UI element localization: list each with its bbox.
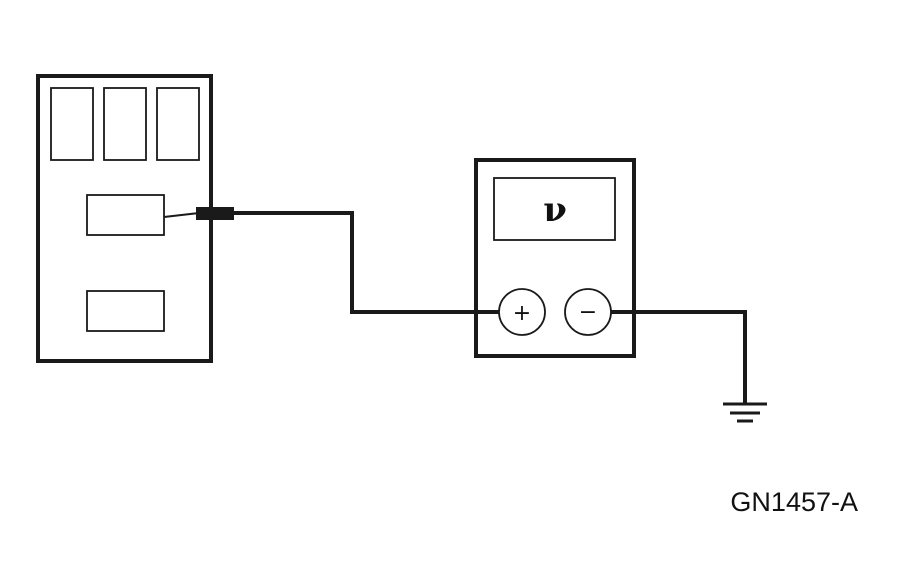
module-slot-2 xyxy=(103,87,147,161)
voltmeter-display xyxy=(493,177,616,241)
negative-lead-wire xyxy=(611,310,747,403)
voltmeter: ν + − xyxy=(474,158,636,358)
back-probe-connector xyxy=(163,207,234,220)
ground-icon xyxy=(723,402,767,423)
module-connector-upper xyxy=(86,194,165,236)
module-connector-lower xyxy=(86,290,165,332)
positive-lead-wire xyxy=(234,211,499,314)
voltmeter-display-symbol: ν xyxy=(543,190,567,230)
positive-terminal xyxy=(498,288,546,336)
voltmeter-body xyxy=(474,158,636,358)
module-slot-1 xyxy=(50,87,94,161)
control-module xyxy=(36,74,213,363)
module-slot-3 xyxy=(156,87,200,161)
probe-body xyxy=(196,207,234,220)
module-outline xyxy=(36,74,213,363)
positive-terminal-symbol: + xyxy=(513,301,531,326)
figure-id-label: GN1457-A xyxy=(730,487,858,517)
negative-terminal-symbol: − xyxy=(579,300,597,325)
probe-tip xyxy=(163,212,200,218)
